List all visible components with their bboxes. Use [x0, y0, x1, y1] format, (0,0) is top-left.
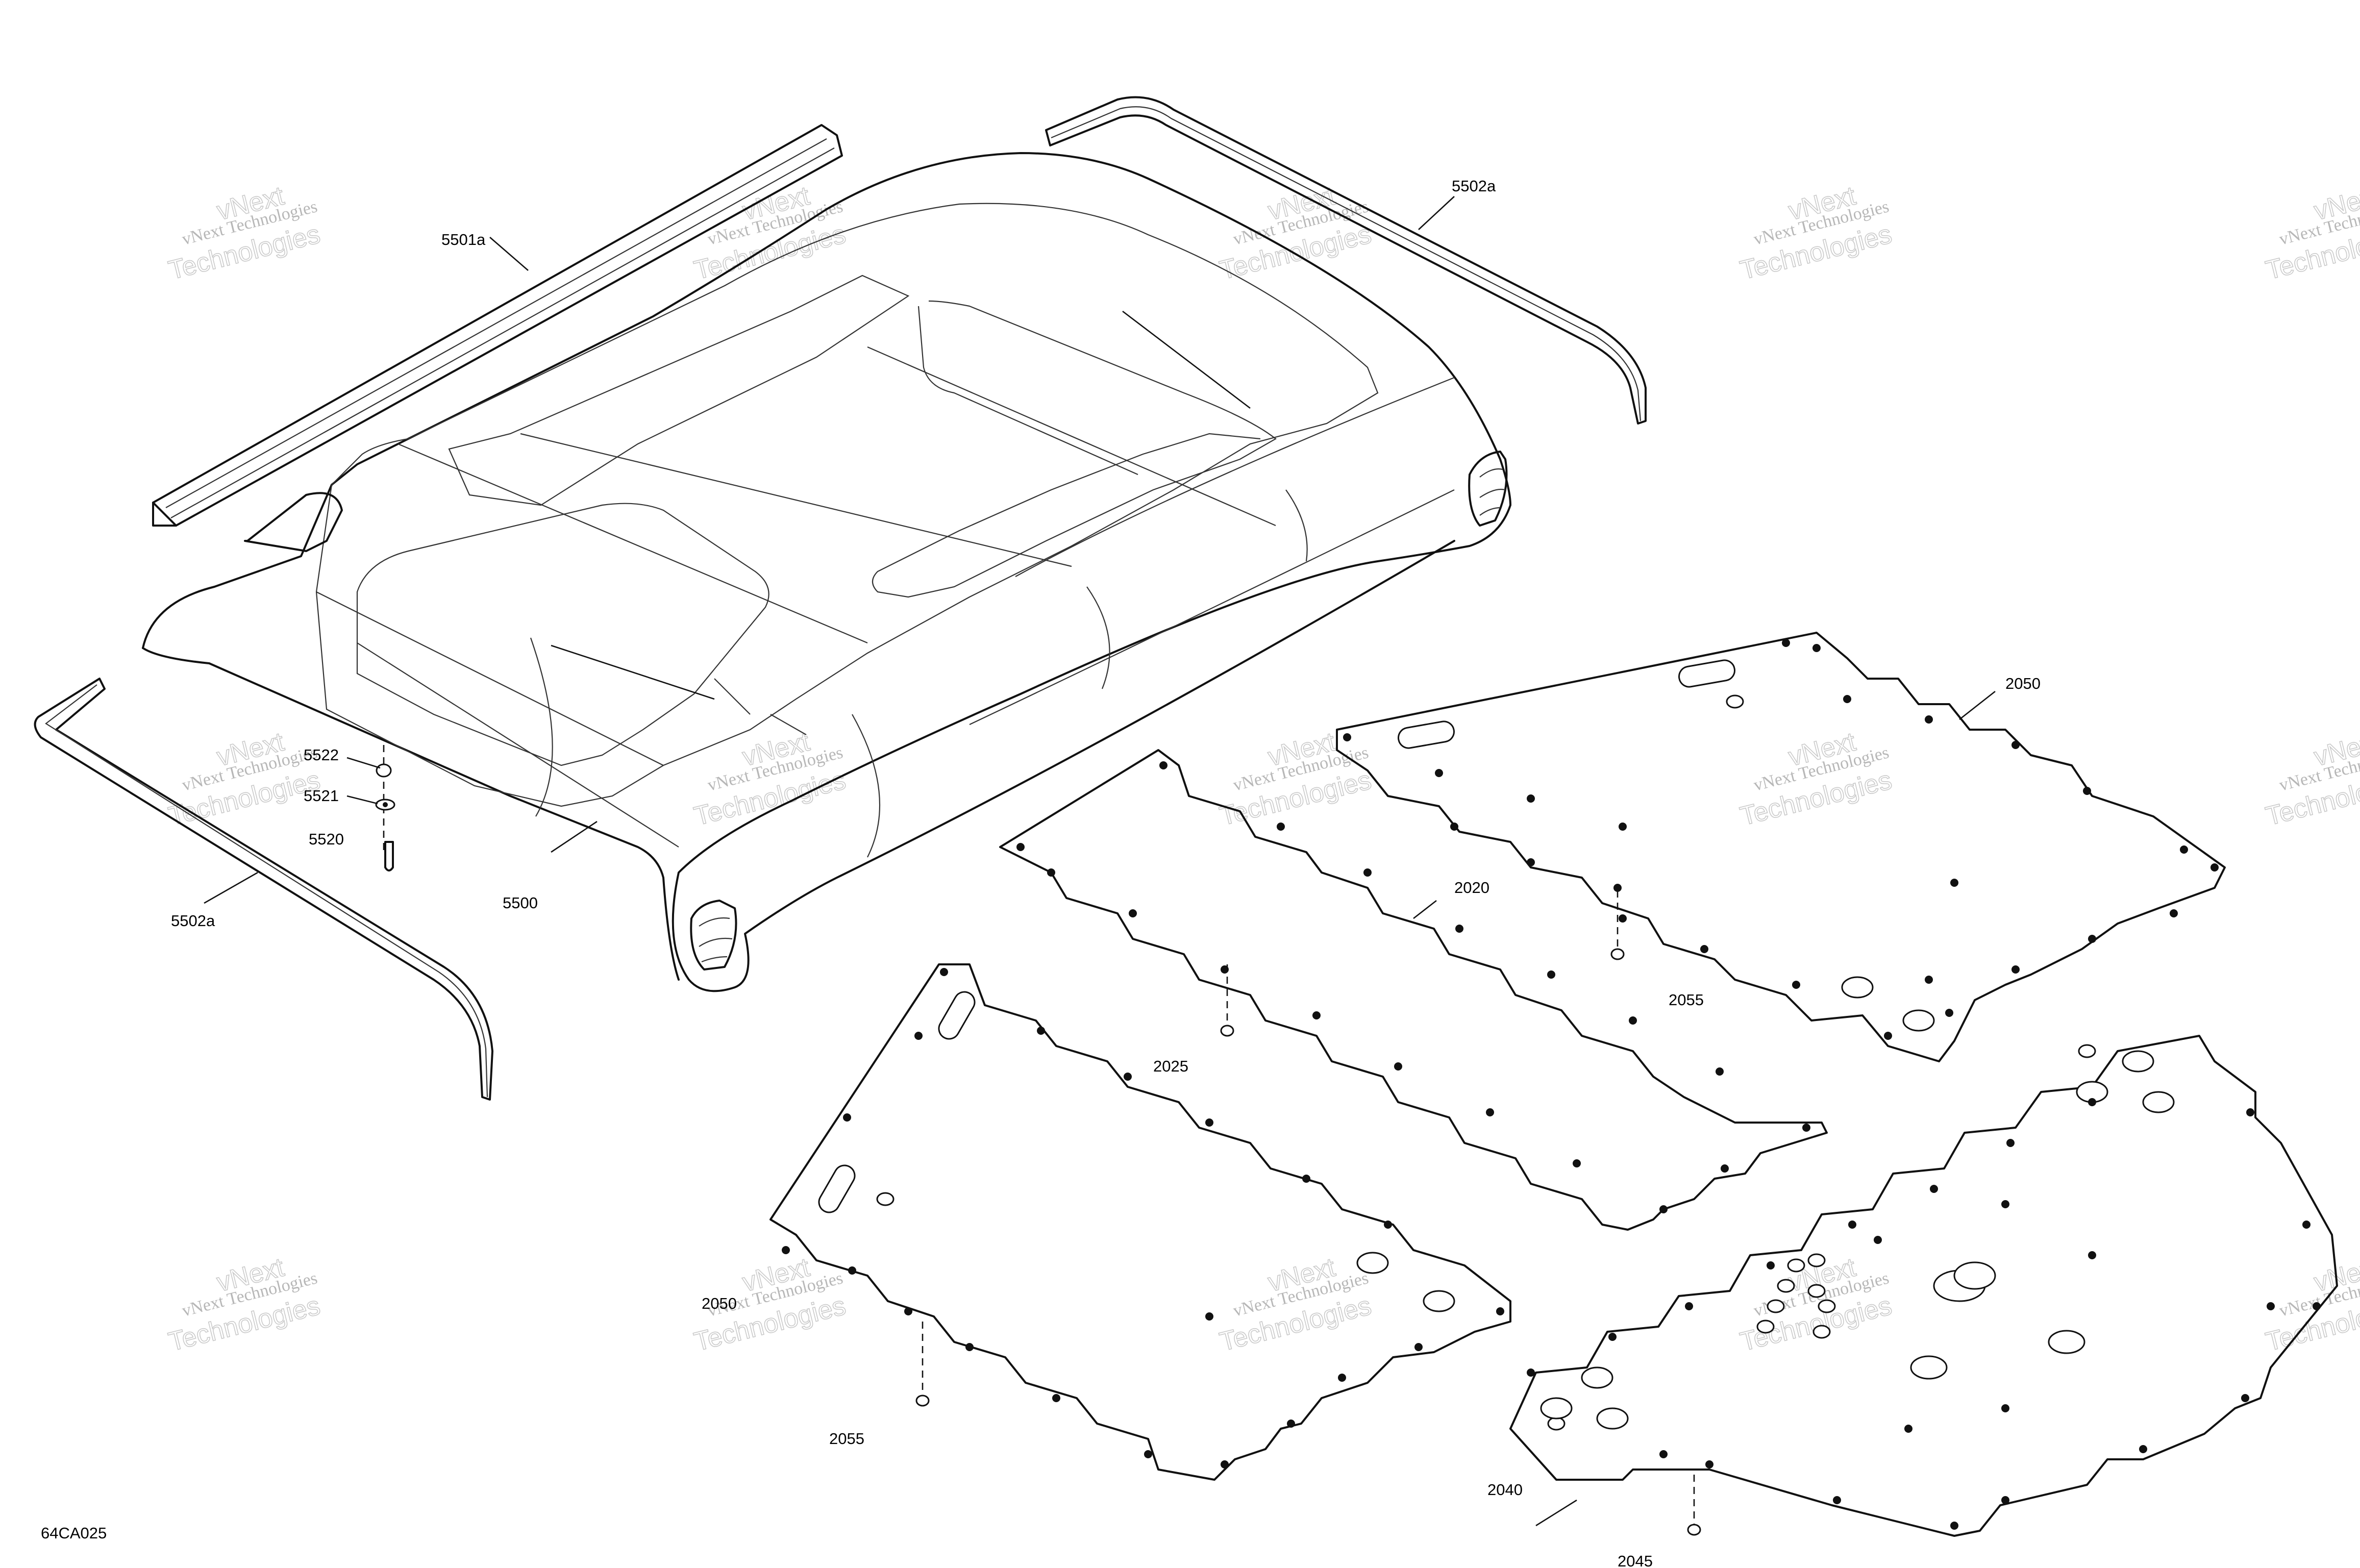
- seal-5502a-left: [34, 678, 493, 1101]
- fasteners-5520-5522: [375, 745, 395, 872]
- watermark-layer: vNext Technologies vNext Technologies vN…: [165, 181, 2360, 1358]
- floor-panel-2040: [1509, 1035, 2338, 1537]
- callout-2055-right: 2055: [1669, 991, 1704, 1009]
- bolt-5520: [384, 841, 394, 872]
- floor-panel-2020: [999, 749, 1828, 1231]
- callout-labels: 5501a 5502a 5502a 5500 5522 5521 5520 20…: [41, 177, 2041, 1568]
- floor-panel-2050-left: [769, 963, 1511, 1481]
- callout-2025: 2025: [1153, 1057, 1188, 1075]
- nut-5522: [376, 763, 392, 778]
- seal-5502a-top: [1045, 96, 1647, 425]
- fasteners-dashed: [915, 890, 1701, 1536]
- drawing-code: 64CA025: [41, 1524, 107, 1542]
- callout-2040: 2040: [1487, 1481, 1523, 1499]
- callout-5521: 5521: [304, 787, 339, 805]
- callout-5500: 5500: [503, 894, 538, 912]
- callout-5502a-left: 5502a: [171, 912, 215, 930]
- callout-2050-left: 2050: [702, 1295, 737, 1312]
- roof-handle-left: [690, 900, 737, 970]
- callout-5502a-top: 5502a: [1452, 177, 1496, 195]
- callout-5522: 5522: [304, 746, 339, 764]
- callout-2050-right: 2050: [2005, 675, 2041, 692]
- callout-2045: 2045: [1618, 1552, 1653, 1568]
- roof-5500: [142, 152, 1511, 992]
- callout-5501a: 5501a: [441, 231, 486, 248]
- floor-panel-2050-right: [1336, 632, 2226, 1062]
- washer-5521-hole: [383, 802, 388, 807]
- leader-lines: [204, 196, 1996, 1527]
- callout-2020: 2020: [1454, 879, 1489, 897]
- roof-handle-right: [1468, 451, 1508, 527]
- callout-5520: 5520: [309, 830, 344, 848]
- seal-5501a: [152, 124, 843, 527]
- callout-2055-left: 2055: [829, 1430, 864, 1448]
